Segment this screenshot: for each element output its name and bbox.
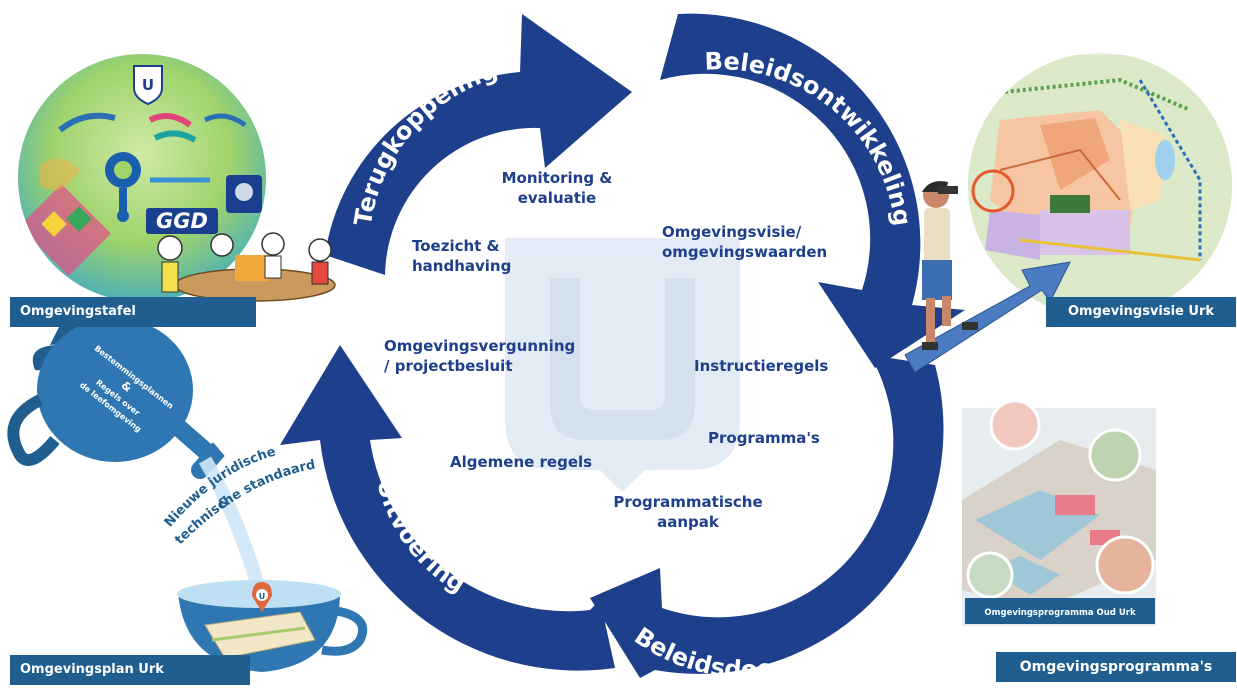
arrow-uitvoering: [280, 345, 615, 671]
omgevingsprogrammas-label: Omgevingsprogramma's: [996, 652, 1236, 682]
person-on-arrow-icon: [904, 181, 1071, 373]
omgevingstafel-label: Omgevingstafel: [10, 297, 256, 327]
label-vergunning-line1: Omgevingsvergunning: [384, 337, 576, 355]
label-toezicht: Toezicht & handhaving: [412, 236, 522, 276]
label-monitoring-line1: Monitoring &: [501, 169, 613, 187]
ggd-logo-text: GGD: [156, 209, 208, 233]
arrow-beleidsontwikkeling: [660, 13, 965, 369]
omgevingsplan-label: Omgevingsplan Urk: [10, 655, 250, 685]
cycle-arrows: [280, 13, 965, 678]
label-monitoring-line2: evaluatie: [517, 189, 597, 207]
label-omgevingsvergunning: Omgevingsvergunning / projectbesluit: [384, 336, 614, 376]
cup-icon: U: [177, 580, 368, 672]
label-omgevingsvisie: Omgevingsvisie/ omgevingswaarden: [662, 222, 852, 262]
teapot-icon: Bestemmingsplannen & Regels over de leef…: [7, 317, 225, 479]
label-vergunning-line2: / projectbesluit: [384, 357, 513, 375]
label-programmas: Programma's: [708, 429, 820, 447]
arrow-label-beleidsontwikkeling: Beleidsontwikkeling: [704, 47, 917, 228]
omgevingstafel-illustration: GGD U: [18, 54, 336, 302]
label-instructieregels: Instructieregels: [694, 357, 829, 375]
label-programmatische-line2: aanpak: [657, 513, 719, 531]
omgevingsprogramma-image: Omgevingsprogramma Oud Urk: [962, 399, 1156, 626]
label-visie-line1: Omgevingsvisie/: [662, 223, 802, 241]
cup-badge-letter: U: [259, 592, 266, 601]
label-toezicht-line1: Toezicht &: [412, 237, 500, 255]
people-at-table-icon: [157, 232, 336, 302]
omgevingsprogramma-inset-label: Omgevingsprogramma Oud Urk: [984, 608, 1136, 618]
shield-badge-letter: U: [142, 76, 154, 94]
watermark-shield: [505, 238, 740, 492]
label-toezicht-line2: handhaving: [412, 257, 512, 275]
omgevingsvisie-label: Omgevingsvisie Urk: [1046, 297, 1236, 327]
arrow-terugkoppeling: [325, 14, 632, 275]
label-monitoring: Monitoring & evaluatie: [482, 168, 632, 208]
label-visie-line2: omgevingswaarden: [662, 243, 828, 261]
label-programmatische-line1: Programmatische: [613, 493, 763, 511]
label-programmatische: Programmatische aanpak: [598, 492, 778, 532]
omgevingsvisie-map-image: [968, 53, 1232, 317]
arrow-beleidsdoorontwikkeling: [590, 355, 944, 678]
label-algemene-regels: Algemene regels: [450, 453, 593, 471]
